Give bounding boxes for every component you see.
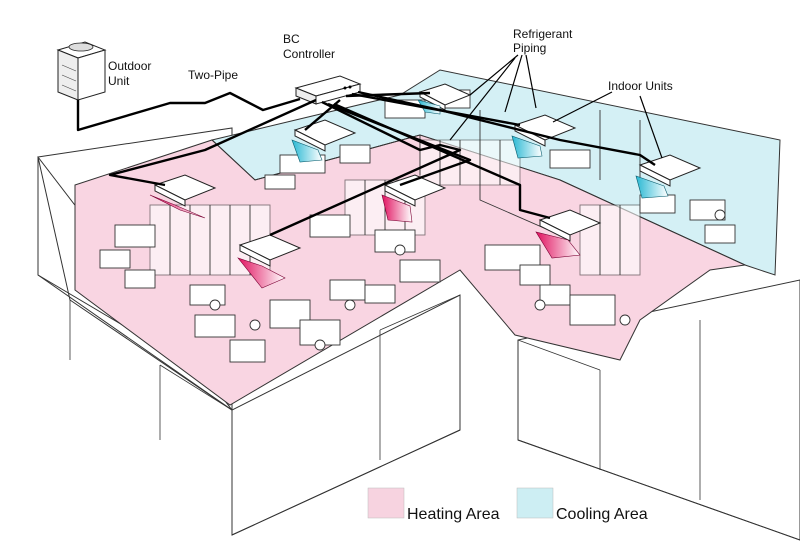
- label-bc-controller-line2: Controller: [283, 47, 335, 61]
- label-outdoor-unit: Outdoor Unit: [108, 59, 151, 88]
- legend-label-heating: Heating Area: [407, 506, 500, 523]
- legend-swatch-heating: [367, 487, 405, 519]
- label-bc-controller: BC Controller: [283, 32, 335, 61]
- two-pipe-line: [76, 91, 301, 132]
- label-two-pipe: Two-Pipe: [188, 68, 238, 82]
- indoor-unit-cooling-4: [635, 154, 702, 199]
- label-refrigerant-piping: Refrigerant Piping: [513, 27, 573, 55]
- leader-lines: [449, 54, 663, 159]
- legend: Heating Area Cooling Area: [367, 487, 648, 523]
- indoor-unit-heating-2: [237, 234, 302, 289]
- indoor-unit-heating-1: [149, 174, 217, 219]
- indoor-unit-heating-4: [535, 209, 602, 259]
- label-refrigerant-piping-line1: Refrigerant: [513, 27, 573, 41]
- label-outdoor-unit-line1: Outdoor: [108, 59, 151, 73]
- label-outdoor-unit-line2: Unit: [108, 74, 130, 88]
- label-indoor-units: Indoor Units: [608, 79, 673, 93]
- legend-label-cooling: Cooling Area: [556, 506, 648, 523]
- label-bc-controller-line1: BC: [283, 32, 300, 46]
- bc-controller: [294, 75, 362, 105]
- label-refrigerant-piping-line2: Piping: [513, 41, 546, 55]
- legend-swatch-cooling: [516, 487, 554, 519]
- outdoor-unit: [56, 41, 107, 101]
- indoor-unit-heating-3: [381, 174, 447, 223]
- refrigerant-piping: [108, 90, 656, 237]
